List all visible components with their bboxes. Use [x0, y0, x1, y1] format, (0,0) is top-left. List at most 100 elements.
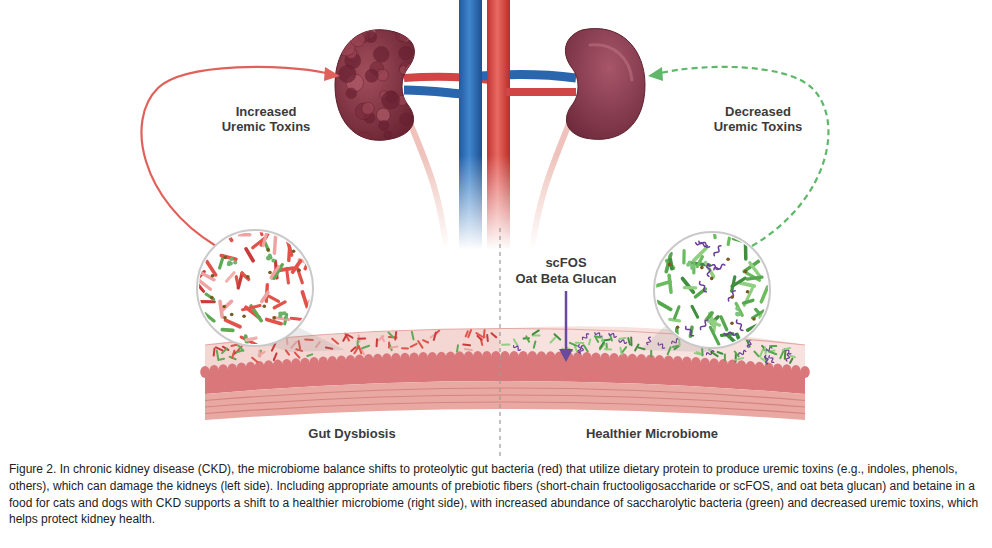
bacterium	[305, 258, 310, 269]
bacterium	[761, 287, 767, 302]
bacterium	[714, 228, 716, 238]
bacterium	[736, 358, 743, 360]
bacterium	[222, 328, 233, 333]
villus	[782, 364, 792, 376]
metabolite-dot	[223, 316, 227, 320]
metabolite-dot	[730, 321, 734, 325]
bacterium	[658, 302, 671, 310]
bacterium	[287, 269, 289, 284]
bacterium	[213, 349, 216, 356]
villi	[200, 351, 810, 378]
villus	[282, 359, 292, 371]
villus	[428, 352, 438, 364]
bacterium	[423, 340, 428, 342]
bacterium	[589, 340, 590, 345]
bacterium	[217, 351, 218, 359]
bacterium	[526, 336, 529, 341]
bacterium	[710, 327, 718, 344]
bacterium	[534, 341, 536, 347]
bacterium	[769, 352, 776, 355]
magnifier-circle	[197, 230, 313, 346]
bacterium	[728, 335, 741, 347]
arrowhead	[559, 349, 573, 362]
bacterium	[760, 350, 763, 357]
villus	[573, 352, 583, 364]
bacterium	[222, 301, 232, 310]
kidney-lesion	[362, 102, 374, 114]
bacterium	[207, 261, 216, 275]
bacterium	[684, 286, 695, 290]
kidneys	[335, 24, 645, 147]
bacterium	[465, 349, 472, 350]
villus	[309, 357, 319, 369]
metabolite-dot	[710, 277, 714, 281]
bacterium	[692, 306, 698, 317]
bacterium	[243, 306, 260, 310]
bacterium	[478, 336, 482, 340]
fiber-strand	[724, 332, 736, 335]
bacterium	[200, 272, 214, 280]
damaged-kidney	[335, 30, 414, 141]
kidney-lesion	[399, 47, 413, 61]
bacterium	[466, 331, 468, 336]
bacterium	[666, 254, 671, 272]
bacterium	[226, 320, 241, 327]
bacterium	[358, 338, 365, 340]
bacterium	[555, 334, 561, 339]
fiber-strand	[728, 291, 735, 301]
bacterium	[570, 343, 576, 346]
magnifier-circle	[654, 232, 770, 348]
villus	[291, 358, 301, 370]
metabolite-dot	[730, 295, 734, 299]
villus	[773, 363, 783, 375]
villus	[391, 353, 401, 365]
metabolite-dot	[211, 274, 215, 278]
bacterium	[237, 351, 242, 353]
bacterium	[600, 342, 604, 347]
villus	[328, 356, 338, 368]
kidney-lesion	[405, 63, 418, 76]
bacterium	[291, 318, 308, 320]
bacterium	[790, 359, 793, 363]
villus	[418, 352, 428, 364]
bacterium	[670, 319, 680, 321]
kidney-lesion	[350, 32, 365, 47]
villus	[228, 363, 238, 375]
villus	[582, 352, 592, 364]
bacterium	[332, 339, 338, 344]
metabolite-dot	[284, 316, 288, 320]
bacterium	[298, 269, 303, 283]
bacterium	[744, 289, 752, 306]
bacterium	[221, 256, 236, 260]
fiber-strand	[686, 327, 694, 336]
bacterium	[268, 296, 278, 302]
metabolite-dot	[278, 312, 282, 316]
bacterium	[262, 292, 268, 301]
bacterium	[457, 345, 458, 351]
villus	[800, 366, 810, 378]
metabolite-dot	[224, 256, 228, 260]
villus	[482, 351, 492, 363]
villus	[400, 353, 410, 365]
metabolite-dot	[752, 317, 756, 321]
villus	[273, 360, 283, 372]
bacterium	[247, 338, 257, 340]
fiber-strand	[619, 340, 627, 344]
divider	[499, 228, 500, 456]
bacterium	[227, 232, 232, 240]
villus	[528, 351, 538, 363]
metabolite-dot	[242, 314, 246, 318]
bacterium	[418, 341, 422, 348]
bacterium	[343, 334, 347, 341]
villus	[591, 352, 601, 364]
metabolite-dot	[267, 257, 271, 261]
bacterium	[747, 277, 762, 279]
metabolite-dot	[229, 262, 233, 266]
bacterium	[241, 337, 257, 345]
bacterium	[196, 282, 204, 291]
callout-label: Increased Uremic Toxins	[214, 104, 318, 134]
villus	[337, 356, 347, 368]
metabolite-dot	[230, 313, 234, 317]
fiber-strand	[582, 334, 588, 340]
bacterium	[755, 352, 759, 357]
